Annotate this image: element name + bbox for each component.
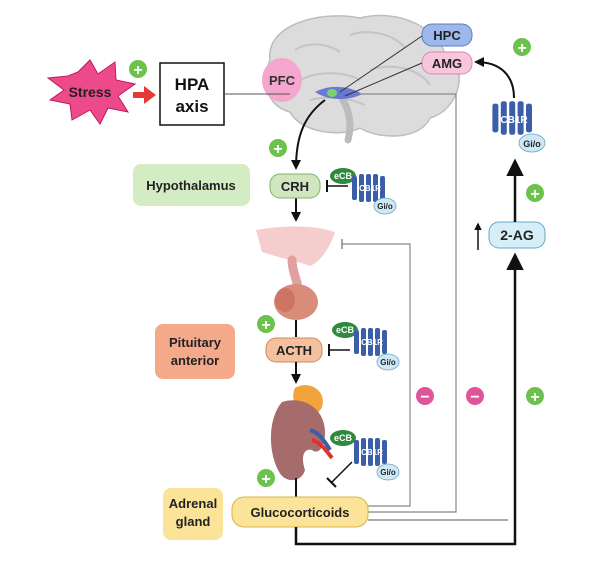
two-ag-box: 2-AG <box>488 221 546 249</box>
hpa-label-line2: axis <box>175 97 208 116</box>
cb1r-label-gluco: CB1R <box>361 448 383 457</box>
svg-text:+: + <box>133 62 142 79</box>
hpc-pointer-line <box>339 35 423 93</box>
gluco-inhibit-line <box>331 461 353 483</box>
hpc-label: HPC <box>433 28 461 43</box>
ecb-label-gluco: eCB <box>334 433 353 443</box>
cb1r-receptor-top-right: CB1R Gi/o <box>492 101 546 153</box>
brain-illustration <box>265 14 460 144</box>
pfc-label: PFC <box>269 73 296 88</box>
amg-label: AMG <box>432 56 462 71</box>
plus-sign-top-right: + <box>513 38 531 57</box>
plus-sign-adrenal: + <box>257 469 275 488</box>
kidney-adrenal-illustration <box>270 385 334 481</box>
svg-text:+: + <box>261 471 270 488</box>
plus-sign-pituitary: + <box>257 315 275 334</box>
stress-to-hpa-arrow <box>133 86 156 104</box>
pituitary-label-line1: Pituitary <box>169 335 222 350</box>
brain-to-crh-arrow <box>291 99 326 170</box>
gio-label-gluco: Gi/o <box>380 468 396 477</box>
adrenal-label-line2: gland <box>176 514 211 529</box>
acth-label: ACTH <box>276 343 312 358</box>
glucocorticoids-box: Glucocorticoids <box>231 496 369 528</box>
minus-sign-brain-feedback: − <box>466 387 484 406</box>
cb1r-receptor-acth: eCB CB1R Gi/o <box>332 322 400 371</box>
glucocorticoids-label: Glucocorticoids <box>251 505 350 520</box>
gio-label-acth: Gi/o <box>380 358 396 367</box>
svg-text:+: + <box>273 141 282 158</box>
acth-box: ACTH <box>265 337 323 363</box>
pituitary-anterior-box: Pituitary anterior <box>155 324 235 379</box>
minus-sign-pituitary-feedback: − <box>416 387 434 406</box>
stress-burst: Stress <box>46 59 137 125</box>
hpa-axis-box: HPA axis <box>159 62 225 126</box>
hpa-label-line1: HPA <box>175 75 210 94</box>
hpc-box: HPC <box>421 23 473 47</box>
hypothalamus-box: Hypothalamus <box>133 164 250 206</box>
hypothalamus-label: Hypothalamus <box>146 178 236 193</box>
pituitary-label-line2: anterior <box>171 353 219 368</box>
pituitary-illustration <box>256 226 335 320</box>
feedback-to-brain-line <box>360 93 457 513</box>
adrenal-gland-box: Adrenal gland <box>163 488 223 540</box>
cb1r-label-acth: CB1R <box>361 338 383 347</box>
amg-pointer-line <box>344 62 423 97</box>
crh-box: CRH <box>269 173 321 199</box>
receptor-to-amg-arrow <box>474 57 515 99</box>
svg-text:+: + <box>261 317 270 334</box>
svg-text:−: − <box>470 389 479 406</box>
cb1r-receptor-crh: eCB CB1R Gi/o <box>330 168 397 215</box>
plus-sign-2ag: + <box>526 184 544 203</box>
gio-label-top: Gi/o <box>523 139 541 149</box>
adrenal-label-line1: Adrenal <box>169 496 217 511</box>
crh-label: CRH <box>281 179 309 194</box>
svg-text:+: + <box>530 389 539 406</box>
svg-text:+: + <box>517 40 526 57</box>
cb1r-label-crh: CB1R <box>359 184 381 193</box>
gluco-to-2ag-pathway <box>294 252 524 546</box>
plus-sign-stress: + <box>129 60 147 79</box>
feedback-to-pituitary-line <box>342 243 411 507</box>
plus-sign-brain: + <box>269 139 287 158</box>
ecb-label-crh: eCB <box>334 171 353 181</box>
pfc-region: PFC <box>262 58 302 102</box>
gio-label-crh: Gi/o <box>377 202 393 211</box>
cb1r-receptor-gluco: eCB CB1R Gi/o <box>330 430 400 481</box>
gluco-inhibit-bar <box>326 477 337 488</box>
svg-text:−: − <box>420 389 429 406</box>
amg-box: AMG <box>421 51 473 75</box>
svg-text:+: + <box>530 186 539 203</box>
plus-sign-right: + <box>526 387 544 406</box>
stress-label: Stress <box>69 84 112 100</box>
two-ag-label: 2-AG <box>500 227 534 243</box>
cb1r-label-top: CB1R <box>500 115 528 126</box>
ecb-label-acth: eCB <box>336 325 355 335</box>
